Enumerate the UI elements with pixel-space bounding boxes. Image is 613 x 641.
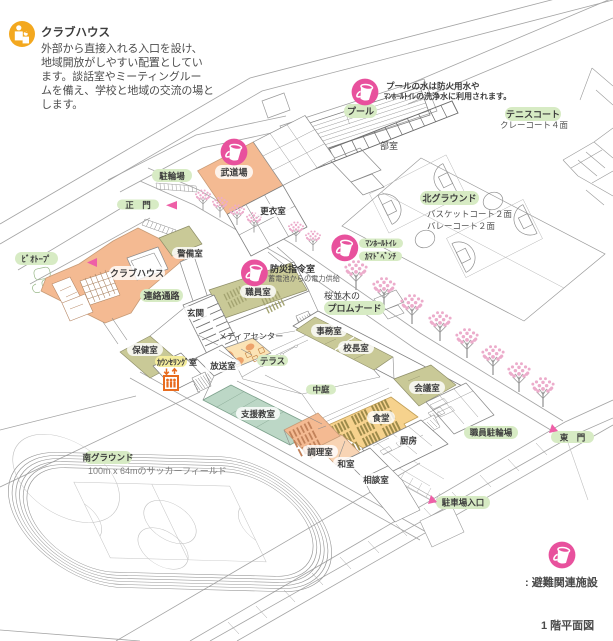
svg-text:放送室: 放送室	[209, 361, 236, 371]
svg-text:ｶｳﾝｾﾘﾝｸﾞ室: ｶｳﾝｾﾘﾝｸﾞ室	[157, 357, 197, 367]
svg-text:厨房: 厨房	[400, 436, 417, 446]
svg-text:蓄電池からの電力供給: 蓄電池からの電力供給	[268, 274, 341, 283]
svg-text:テラス: テラス	[260, 356, 285, 366]
svg-text:ﾏﾝﾎｰﾙﾄｲﾚ: ﾏﾝﾎｰﾙﾄｲﾚ	[365, 239, 396, 248]
svg-text:プロムナード: プロムナード	[327, 303, 381, 314]
svg-text:正 門: 正 門	[125, 200, 151, 210]
svg-text:事務室: 事務室	[316, 326, 342, 336]
svg-text:バレーコート２面: バレーコート２面	[427, 221, 496, 231]
svg-text:東 門: 東 門	[560, 433, 586, 443]
svg-text:クラブハウス: クラブハウス	[110, 268, 164, 279]
svg-text:バスケットコート２面: バスケットコート２面	[427, 209, 513, 219]
svg-text:支援教室: 支援教室	[240, 409, 276, 419]
svg-text:北グラウンド: 北グラウンド	[422, 193, 476, 204]
svg-text:駐輪場: 駐輪場	[159, 171, 185, 181]
svg-text:クレーコート４面: クレーコート４面	[500, 120, 569, 130]
svg-text:職員駐輪場: 職員駐輪場	[470, 428, 513, 438]
svg-text:会議室: 会議室	[413, 383, 440, 393]
svg-text:1 階平面図: 1 階平面図	[541, 618, 594, 632]
svg-text:中庭: 中庭	[312, 385, 330, 395]
svg-text:防災指令室: 防災指令室	[270, 263, 315, 274]
svg-text:警備室: 警備室	[177, 249, 203, 259]
svg-text:玄関: 玄関	[187, 308, 204, 318]
svg-text:100m x 64mのサッカーフィールド: 100m x 64mのサッカーフィールド	[88, 466, 227, 476]
svg-text:部室: 部室	[380, 140, 398, 151]
svg-text:相談室: 相談室	[363, 475, 389, 485]
svg-text:プール: プール	[347, 106, 374, 117]
svg-text:ﾏﾝﾎｰﾙﾄｲﾚの洗浄水に利用されます。: ﾏﾝﾎｰﾙﾄｲﾚの洗浄水に利用されます。	[384, 91, 511, 101]
svg-text:和室: 和室	[337, 459, 355, 469]
svg-text:更衣室: 更衣室	[260, 206, 286, 216]
svg-text:ｶﾏﾄﾞﾍﾞﾝﾁ: ｶﾏﾄﾞﾍﾞﾝﾁ	[364, 251, 396, 261]
svg-text:武道場: 武道場	[220, 167, 247, 178]
svg-text:プールの水は防火用水や: プールの水は防火用水や	[386, 81, 480, 91]
svg-text:食堂: 食堂	[372, 413, 390, 423]
svg-text:保健室: 保健室	[131, 345, 158, 355]
svg-text:メディアセンター: メディアセンター	[219, 331, 284, 341]
svg-text:職員室: 職員室	[245, 287, 271, 297]
svg-text:: 避難関連施設: : 避難関連施設	[525, 575, 599, 589]
svg-text:南グラウンド: 南グラウンド	[82, 453, 133, 463]
svg-text:ﾋﾞｵﾄｰﾌﾟ: ﾋﾞｵﾄｰﾌﾟ	[22, 254, 52, 264]
svg-text:テニスコート: テニスコート	[506, 110, 560, 120]
svg-text:連絡通路: 連絡通路	[143, 290, 180, 301]
svg-text:校長室: 校長室	[343, 343, 369, 353]
svg-text:調理室: 調理室	[307, 447, 333, 457]
svg-text:桜並木の: 桜並木の	[324, 290, 360, 301]
svg-text:駐車場入口: 駐車場入口	[442, 498, 485, 508]
